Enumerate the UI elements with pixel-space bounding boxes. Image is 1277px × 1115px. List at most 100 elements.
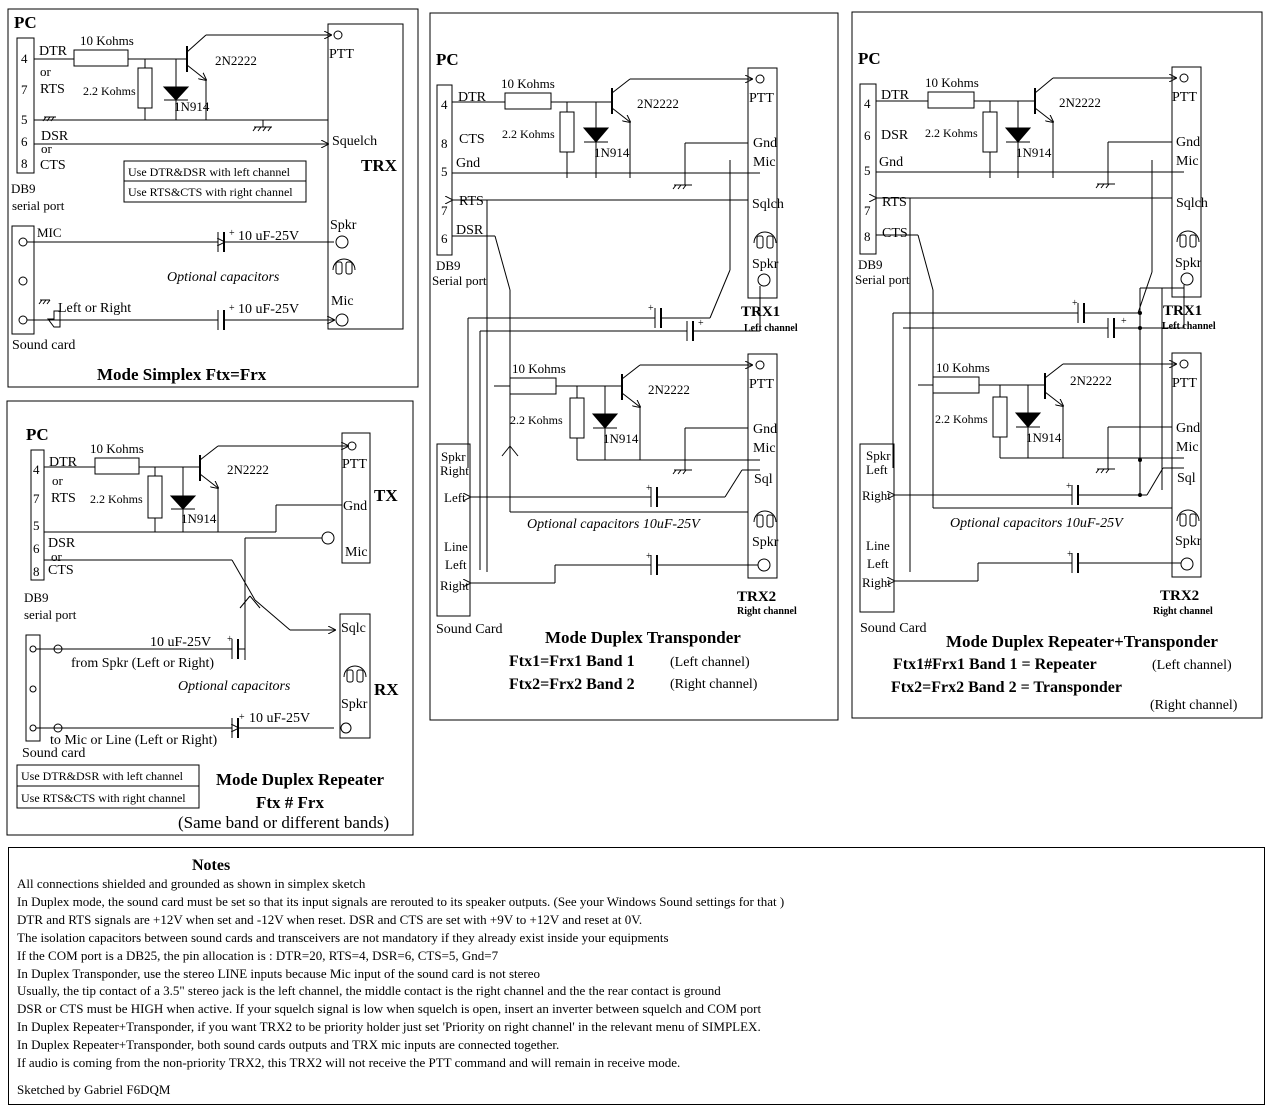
diode-symbol [162, 86, 190, 101]
svg-text:TRX2: TRX2 [1160, 588, 1199, 604]
svg-text:2.2 Kohms: 2.2 Kohms [510, 413, 563, 427]
svg-text:Left: Left [445, 557, 467, 572]
svg-text:8: 8 [21, 156, 28, 171]
svg-text:10 uF-25V: 10 uF-25V [150, 635, 211, 650]
svg-text:2N2222: 2N2222 [227, 462, 269, 477]
svg-text:10 Kohms: 10 Kohms [80, 33, 134, 48]
svg-text:Use DTR&DSR with left channel: Use DTR&DSR with left channel [128, 165, 291, 179]
svg-text:1N914: 1N914 [1026, 430, 1062, 445]
svg-text:Right: Right [440, 463, 469, 478]
svg-text:Left or Right: Left or Right [58, 301, 131, 316]
svg-text:RTS: RTS [882, 195, 907, 210]
sound-card-box [436, 443, 471, 617]
svg-text:DSR: DSR [456, 223, 484, 238]
pc-label: PC [14, 13, 37, 32]
simplex-title: Mode Simplex Ftx=Frx [97, 365, 267, 384]
svg-text:(Right channel): (Right channel) [670, 677, 758, 692]
svg-text:1N914: 1N914 [181, 511, 217, 526]
svg-text:Right channel: Right channel [737, 606, 797, 617]
svg-text:+: + [227, 634, 233, 645]
svg-text:Left: Left [444, 490, 466, 505]
svg-text:Mic: Mic [345, 545, 368, 560]
svg-text:5: 5 [864, 163, 871, 178]
svg-text:5: 5 [21, 112, 28, 127]
svg-text:DTR: DTR [39, 44, 68, 59]
svg-text:Ftx2=Frx2 Band 2 = Transpond: Ftx2=Frx2 Band 2 = Transponder [891, 679, 1122, 696]
note-line: Usually, the tip contact of a 3.5" stere… [17, 983, 721, 999]
svg-text:2N2222: 2N2222 [637, 96, 679, 111]
svg-text:Gnd: Gnd [456, 156, 480, 171]
svg-text:PTT: PTT [1172, 376, 1197, 391]
svg-text:Mic: Mic [1176, 440, 1199, 455]
note-line: If audio is coming from the non-priority… [17, 1055, 681, 1071]
svg-text:TRX1: TRX1 [1163, 303, 1202, 319]
svg-text:Mic: Mic [331, 294, 354, 309]
svg-text:8: 8 [864, 229, 871, 244]
svg-text:Use DTR&DSR with left channel: Use DTR&DSR with left channel [21, 769, 184, 783]
svg-text:DB9: DB9 [24, 590, 49, 605]
svg-text:Optional capacitors: Optional capacitors [178, 679, 291, 694]
note-line: In Duplex Transponder, use the stereo LI… [17, 965, 540, 981]
svg-text:8: 8 [33, 564, 40, 579]
svg-text:DTR: DTR [881, 88, 910, 103]
svg-text:Spkr: Spkr [441, 449, 466, 464]
svg-text:(Right channel): (Right channel) [1150, 698, 1238, 713]
svg-text:Spkr: Spkr [341, 697, 368, 712]
svg-text:Ftx1=Frx1 Band 1: Ftx1=Frx1 Band 1 [509, 653, 635, 670]
svg-text:(Same band or different bands): (Same band or different bands) [178, 813, 389, 832]
trx-box [327, 23, 404, 330]
svg-text:Gnd: Gnd [753, 136, 777, 151]
svg-text:MIC: MIC [37, 225, 62, 240]
svg-text:Left: Left [866, 462, 888, 477]
svg-text:10 Kohms: 10 Kohms [925, 75, 979, 90]
svg-text:PC: PC [858, 49, 881, 68]
svg-text:2.2 Kohms: 2.2 Kohms [90, 492, 143, 506]
svg-text:Sound card: Sound card [22, 746, 85, 761]
svg-text:Left channel: Left channel [744, 323, 798, 334]
svg-text:1N914: 1N914 [594, 145, 630, 160]
sound-card-box [859, 443, 895, 613]
svg-text:10 Kohms: 10 Kohms [501, 76, 555, 91]
schematic-diagrams: PC 4 7 5 6 8 DTR or RTS DSR or CTS 10 Ko… [6, 8, 1263, 836]
svg-text:Right: Right [862, 575, 891, 590]
svg-text:Right channel: Right channel [1153, 606, 1213, 617]
svg-text:8: 8 [441, 136, 448, 151]
svg-text:Line: Line [866, 538, 890, 553]
svg-text:Mode Duplex Repeater: Mode Duplex Repeater [216, 770, 385, 789]
svg-text:Optional capacitors 10uF-25V: Optional capacitors 10uF-25V [950, 516, 1124, 531]
svg-text:PC: PC [436, 50, 459, 69]
svg-text:Mode Duplex Transponder: Mode Duplex Transponder [545, 628, 741, 647]
svg-text:Gnd: Gnd [753, 422, 777, 437]
note-line: In Duplex mode, the sound card must be s… [17, 893, 785, 909]
svg-text:Serial port: Serial port [855, 272, 910, 287]
svg-text:2N2222: 2N2222 [1070, 373, 1112, 388]
svg-text:Gnd: Gnd [879, 155, 903, 170]
svg-text:Squelch: Squelch [332, 134, 377, 149]
sound-card-box [25, 634, 41, 742]
panel-simplex: PC 4 7 5 6 8 DTR or RTS DSR or CTS 10 Ko… [7, 8, 419, 388]
svg-text:10 Kohms: 10 Kohms [936, 360, 990, 375]
svg-text:10 uF-25V: 10 uF-25V [249, 711, 310, 726]
resistor-2k2 [137, 67, 153, 109]
svg-text:Sql: Sql [754, 472, 773, 487]
svg-text:2N2222: 2N2222 [1059, 95, 1101, 110]
svg-text:TRX: TRX [361, 156, 398, 175]
panel-duplex-transponder: PC 4 8 5 7 6 DTR CTS Gnd RTS DSR DB9 Ser… [429, 12, 839, 721]
resistor-10k [73, 49, 129, 67]
svg-text:RTS: RTS [459, 194, 484, 209]
svg-text:1N914: 1N914 [603, 431, 639, 446]
svg-text:CTS: CTS [459, 132, 485, 147]
svg-text:+: + [229, 228, 235, 239]
panel-duplex-repeater-transponder: PC 4 6 5 7 8 DTR DSR Gnd RTS CTS DB9 Ser… [851, 11, 1263, 719]
svg-text:Mic: Mic [753, 155, 776, 170]
svg-text:6: 6 [441, 231, 448, 246]
note-line: In Duplex Repeater+Transponder, both sou… [17, 1037, 560, 1053]
signature: Sketched by Gabriel F6DQM [17, 1082, 171, 1097]
svg-text:serial port: serial port [12, 198, 65, 213]
svg-text:PTT: PTT [329, 47, 354, 62]
svg-text:Use RTS&CTS with right channel: Use RTS&CTS with right channel [21, 791, 186, 805]
svg-text:TX: TX [374, 486, 398, 505]
svg-text:Serial port: Serial port [432, 273, 487, 288]
svg-text:Sound Card: Sound Card [860, 621, 927, 636]
svg-text:PTT: PTT [749, 91, 774, 106]
